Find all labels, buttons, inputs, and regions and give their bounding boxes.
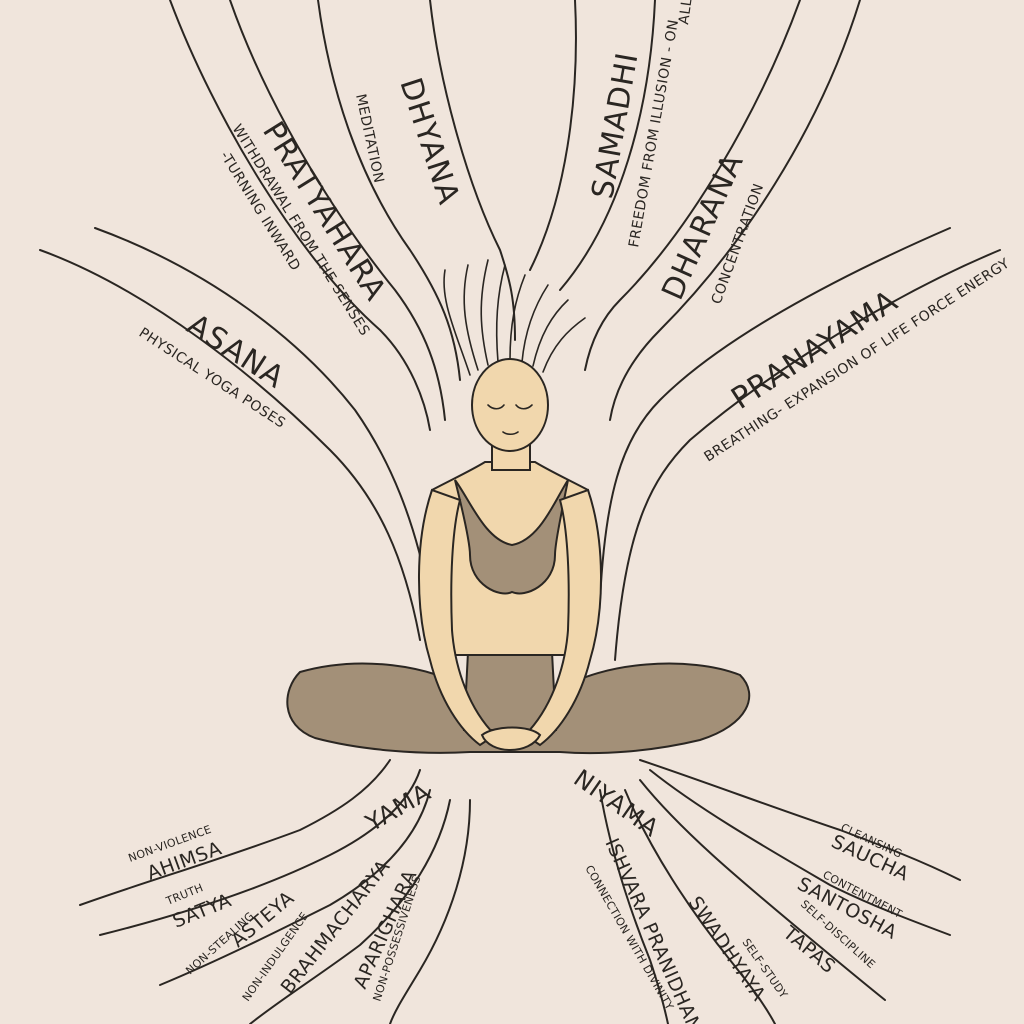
root-line [639, 779, 886, 1001]
root-line [649, 769, 951, 936]
branch-line [599, 227, 951, 601]
branch-line [584, 0, 801, 371]
yama-label: YAMA [360, 778, 436, 838]
niyama-root-labels: NIYAMA ISHVARA PRANIDHANA CONNECTION WIT… [569, 764, 913, 1024]
samadhi-desc-2: ALL LI [676, 0, 698, 26]
tree-roots [79, 759, 961, 1024]
hair-strand [443, 269, 471, 376]
branch-line [429, 0, 516, 341]
folded-hands [480, 726, 542, 751]
hair-strand [532, 299, 569, 367]
branch-line [94, 227, 431, 601]
root-line [249, 799, 451, 1024]
root-line [99, 769, 421, 936]
branch-line [39, 249, 421, 641]
samadhi-label: SAMADHI [585, 50, 645, 202]
hair-strand [463, 264, 479, 371]
meditating-figure [286, 358, 751, 755]
branch-line [317, 0, 461, 381]
sports-bra [454, 479, 569, 595]
hair-strand [542, 317, 586, 373]
mouth [502, 431, 519, 436]
hair-strand [509, 274, 526, 361]
branch-line [229, 0, 446, 421]
branch-line [609, 0, 861, 421]
hair-strand [495, 264, 506, 363]
left-arm [418, 488, 497, 747]
hair-strand [480, 259, 489, 366]
niyama-label: NIYAMA [569, 764, 665, 843]
tree-branches [39, 0, 1001, 661]
hair-strands [443, 259, 586, 376]
dhyana-label: DHYANA [392, 74, 466, 210]
right-arm [523, 488, 602, 747]
branch-line [559, 0, 656, 291]
root-line [639, 759, 961, 881]
root-line [159, 789, 431, 986]
branch-line [614, 249, 1001, 661]
hair-strand [521, 284, 549, 363]
root-line [599, 789, 669, 1024]
closed-eye [515, 404, 533, 410]
root-line [79, 759, 391, 906]
yama-root-labels: YAMA NON-VIOLENCE AHIMSA TRUTH SATYA NON… [127, 778, 436, 1004]
root-line [389, 799, 471, 1024]
asana-label: ASANA [181, 307, 291, 396]
samadhi-desc-1: FREEDOM FROM ILLUSION - ON [626, 18, 682, 249]
pranayama-desc: BREATHING- EXPANSION OF LIFE FORCE ENERG… [701, 255, 1012, 465]
head [471, 358, 549, 452]
root-line [624, 789, 776, 1024]
dhyana-desc: MEDITATION [352, 93, 387, 185]
branch-line [529, 0, 577, 271]
branch-line [169, 0, 431, 431]
closed-eye [487, 404, 505, 410]
